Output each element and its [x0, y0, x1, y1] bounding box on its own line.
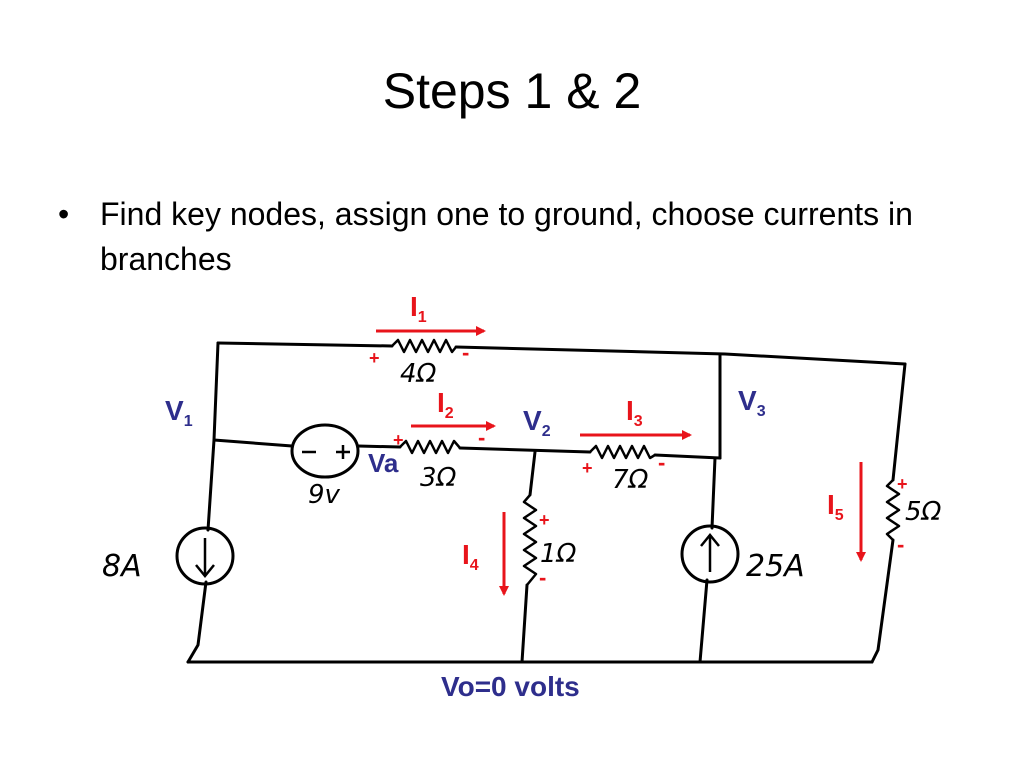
slide-title: Steps 1 & 2 [382, 63, 642, 119]
current-source-8a [175, 526, 235, 586]
bullet-marker: • [58, 196, 70, 232]
wire-branch-25a [698, 456, 717, 664]
wire-right [870, 362, 907, 664]
node-label-v1: V1 [165, 395, 193, 430]
voltage-source-9v [290, 423, 360, 479]
polarity-5ohm-minus: - [897, 532, 904, 557]
label-25a: 25A [746, 549, 805, 584]
resistor-5ohm-symbol [885, 479, 901, 541]
wire-branch-1ohm [520, 450, 537, 664]
label-i4: I4 [462, 539, 479, 574]
label-i3: I3 [626, 395, 643, 430]
polarity-3ohm-minus: - [478, 425, 485, 450]
wire-mid-left [212, 438, 402, 449]
label-i1: I1 [410, 291, 427, 326]
polarity-7ohm-plus: + [582, 458, 593, 478]
circuit-wires [186, 341, 907, 664]
resistor-3ohm-symbol [399, 439, 461, 455]
label-9v: 9v [308, 480, 341, 510]
polarity-4ohm-minus: - [462, 340, 469, 365]
label-4ohm: 4Ω [400, 359, 437, 389]
ground-label: Vo=0 volts [441, 671, 580, 702]
bullet-point: • Find key nodes, assign one to ground, … [58, 192, 958, 282]
polarity-1ohm-minus: - [539, 565, 546, 590]
resistor-1ohm-symbol [522, 494, 538, 586]
wire-left-upper [212, 341, 220, 442]
node-label-va: Va [368, 448, 399, 478]
bullet-text: Find key nodes, assign one to ground, ch… [100, 196, 913, 277]
polarity-4ohm-plus: + [369, 348, 380, 368]
resistors [391, 338, 901, 586]
wire-mid-center [458, 446, 722, 460]
resistor-7ohm-symbol [589, 444, 656, 460]
node-label-v3: V3 [738, 385, 766, 420]
resistor-4ohm-symbol [391, 338, 457, 354]
label-i5: I5 [827, 489, 844, 524]
label-1ohm: 1Ω [540, 539, 577, 569]
wire-top [216, 341, 907, 366]
polarity-1ohm-plus: + [539, 510, 550, 530]
current-arrows [376, 326, 866, 596]
current-source-25a [680, 524, 740, 584]
label-7ohm: 7Ω [612, 465, 649, 495]
polarity-7ohm-minus: - [658, 450, 665, 475]
node-label-v2: V2 [523, 405, 551, 440]
label-3ohm: 3Ω [420, 463, 457, 493]
wire-left-lower [186, 438, 216, 664]
polarity-5ohm-plus: + [897, 474, 908, 494]
label-5ohm: 5Ω [905, 497, 942, 527]
polarity-3ohm-plus: + [393, 430, 404, 450]
label-8a: 8A [102, 549, 142, 584]
label-i2: I2 [437, 387, 454, 422]
